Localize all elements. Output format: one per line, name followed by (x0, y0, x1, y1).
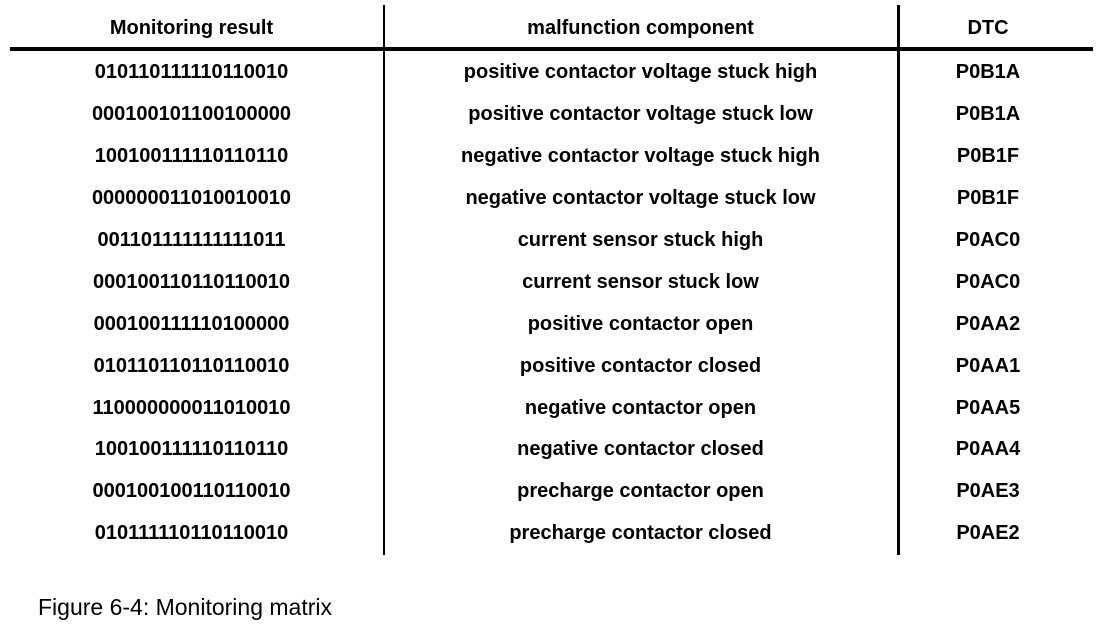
monitoring-result-value: 100100111110110110 (94, 145, 289, 168)
dtc-value: P0AA4 (955, 438, 1021, 461)
monitoring-result-value: 110000000011010010 (92, 396, 291, 419)
monitoring-result-value: 100100111110110110 (94, 438, 289, 461)
malfunction-component-value: positive contactor open (527, 312, 754, 335)
malfunction-component-value: positive contactor voltage stuck low (468, 103, 813, 126)
dtc-value: P0AE3 (956, 480, 1020, 503)
monitoring-matrix-table: Monitoring result malfunction component … (0, 5, 1093, 555)
malfunction-component-value: positive contactor closed (519, 354, 762, 377)
monitoring-result-value: 000100101100100000 (91, 103, 292, 126)
dtc-value: P0AE2 (956, 522, 1020, 545)
table-row: 100100111110110110 negative contactor cl… (0, 429, 1078, 471)
table-row: 000100110110110010 current sensor stuck … (0, 261, 1078, 303)
dtc-value: P0AC0 (955, 229, 1021, 251)
malfunction-component-value: current sensor stuck high (517, 229, 764, 251)
table-row: 010110110110110010 positive contactor cl… (0, 345, 1078, 387)
malfunction-component-value: negative contactor voltage stuck low (465, 187, 816, 210)
malfunction-component-value: precharge contactor closed (509, 522, 772, 545)
monitoring-result-value: 010110110110110010 (93, 354, 290, 377)
column-divider-1 (383, 5, 385, 555)
dtc-value: P0AA1 (955, 354, 1021, 377)
dtc-value: P0B1A (955, 61, 1021, 84)
figure-caption: Figure 6-4: Monitoring matrix (38, 594, 332, 620)
header-dtc: DTC (967, 17, 1009, 39)
dtc-value: P0AA5 (955, 396, 1021, 419)
malfunction-component-value: negative contactor voltage stuck high (461, 145, 820, 168)
header-monitoring-result: Monitoring result (109, 17, 274, 39)
table-row: 001101111111111011 current sensor stuck … (0, 220, 1078, 262)
monitoring-result-value: 000000011010010010 (91, 187, 292, 210)
table-row: 000100100110110010 precharge contactor o… (0, 471, 1078, 513)
header-malfunction-component: malfunction component (527, 17, 754, 39)
dtc-value: P0B1A (955, 103, 1021, 126)
table-row: 100100111110110110 negative contactor vo… (0, 136, 1078, 178)
monitoring-result-value: 010110111110110010 (94, 61, 289, 84)
monitoring-result-value: 010111110110110010 (94, 522, 289, 545)
malfunction-component-value: negative contactor open (524, 396, 757, 419)
monitoring-result-value: 001101111111111011 (97, 229, 286, 251)
dtc-value: P0B1F (956, 145, 1020, 168)
table-row: 000000011010010010 negative contactor vo… (0, 178, 1078, 220)
malfunction-component-value: negative contactor closed (517, 438, 764, 461)
column-divider-2 (897, 5, 900, 555)
table-row: 000100101100100000 positive contactor vo… (0, 94, 1078, 136)
dtc-value: P0AC0 (955, 270, 1021, 293)
table-row: 110000000011010010 negative contactor op… (0, 387, 1078, 429)
table-row: 000100111110100000 positive contactor op… (0, 303, 1078, 345)
table-row: 010111110110110010 precharge contactor c… (0, 513, 1078, 555)
malfunction-component-value: precharge contactor open (517, 480, 764, 503)
table-header-row: Monitoring result malfunction component … (0, 16, 1078, 40)
malfunction-component-value: positive contactor voltage stuck high (463, 61, 818, 84)
monitoring-result-value: 000100110110110010 (93, 270, 290, 293)
table-body: 010110111110110010 positive contactor vo… (0, 52, 1078, 555)
header-rule (10, 47, 1093, 51)
malfunction-component-value: current sensor stuck low (522, 270, 759, 293)
monitoring-result-value: 000100100110110010 (92, 480, 291, 503)
dtc-value: P0AA2 (955, 312, 1021, 335)
table-row: 010110111110110010 positive contactor vo… (0, 52, 1078, 94)
dtc-value: P0B1F (956, 187, 1020, 210)
monitoring-result-value: 000100111110100000 (93, 312, 290, 335)
